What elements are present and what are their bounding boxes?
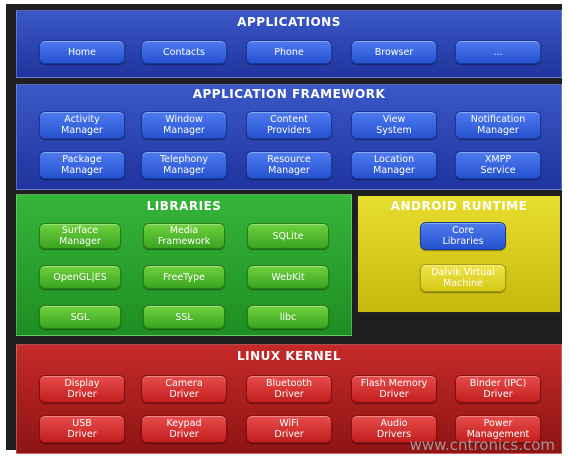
freetype: FreeType	[143, 265, 225, 289]
android-runtime-layer: Android Runtime Core Libraries Dalvik Vi…	[356, 194, 562, 314]
libraries-layer: Libraries Surface Manager Media Framewor…	[16, 194, 352, 336]
framework-title: Application Framework	[192, 87, 386, 101]
sqlite: SQLite	[247, 223, 329, 249]
usb-driver: USB Driver	[39, 415, 125, 443]
audio-drivers: Audio Drivers	[351, 415, 437, 443]
surface-manager: Surface Manager	[39, 223, 121, 249]
bluetooth-driver: Bluetooth Driver	[246, 375, 332, 403]
activity-manager: Activity Manager	[39, 111, 125, 139]
package-manager: Package Manager	[39, 151, 125, 179]
window-manager: Window Manager	[141, 111, 227, 139]
camera-driver: Camera Driver	[141, 375, 227, 403]
applications-layer: Applications Home Contacts Phone Browser…	[16, 10, 562, 78]
libraries-title: Libraries	[146, 199, 222, 213]
opengl-es: OpenGL|ES	[39, 265, 121, 289]
xmpp-service: XMPP Service	[455, 151, 541, 179]
ssl: SSL	[143, 305, 225, 329]
app-browser: Browser	[351, 40, 437, 64]
location-manager: Location Manager	[351, 151, 437, 179]
framework-layer: Application Framework Activity Manager W…	[16, 84, 562, 190]
content-providers: Content Providers	[246, 111, 332, 139]
dalvik-vm: Dalvik Virtual Machine	[420, 264, 506, 292]
app-more: ...	[455, 40, 541, 64]
app-home: Home	[39, 40, 125, 64]
keypad-driver: Keypad Driver	[141, 415, 227, 443]
libc: libc	[247, 305, 329, 329]
view-system: View System	[351, 111, 437, 139]
resource-manager: Resource Manager	[246, 151, 332, 179]
watermark: www.cntronics.com	[409, 436, 555, 454]
flash-memory-driver: Flash Memory Driver	[351, 375, 437, 403]
kernel-title: Linux Kernel	[237, 349, 341, 363]
webkit: WebKit	[247, 265, 329, 289]
applications-title: Applications	[237, 15, 341, 29]
notification-manager: Notification Manager	[455, 111, 541, 139]
media-framework: Media Framework	[143, 223, 225, 249]
linux-kernel-layer: Linux Kernel Display Driver Camera Drive…	[16, 344, 562, 454]
app-contacts: Contacts	[141, 40, 227, 64]
core-libraries: Core Libraries	[420, 222, 506, 250]
sgl: SGL	[39, 305, 121, 329]
display-driver: Display Driver	[39, 375, 125, 403]
telephony-manager: Telephony Manager	[141, 151, 227, 179]
power-management: Power Management	[455, 415, 541, 443]
runtime-title: Android Runtime	[390, 199, 528, 213]
binder-ipc-driver: Binder (IPC) Driver	[455, 375, 541, 403]
architecture-diagram: Applications Home Contacts Phone Browser…	[6, 4, 562, 454]
app-phone: Phone	[246, 40, 332, 64]
wifi-driver: WiFi Driver	[246, 415, 332, 443]
